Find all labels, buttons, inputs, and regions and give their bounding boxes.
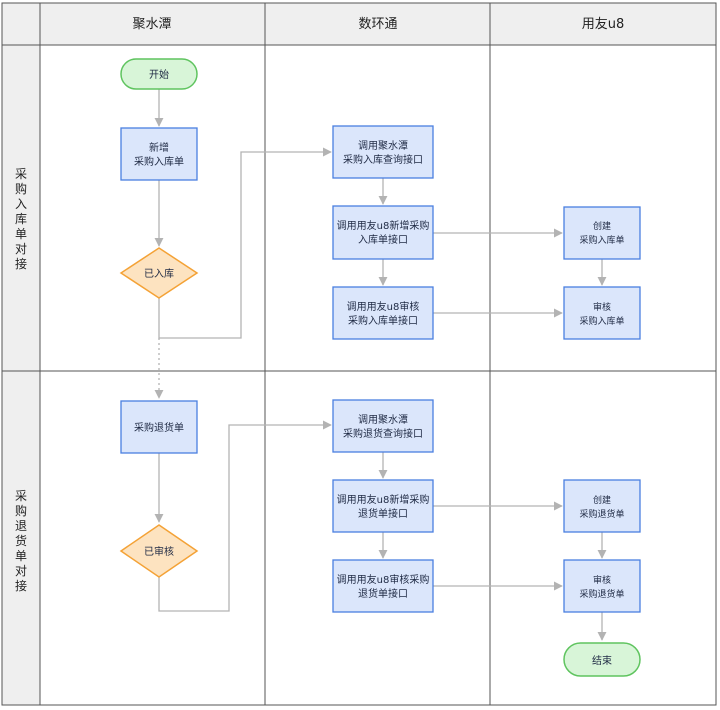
lane-label-char: 购 bbox=[15, 181, 27, 196]
node-call-jst-receipt-query[interactable]: 调用聚水潭 采购入库查询接口 bbox=[332, 125, 434, 179]
node-call-u8-audit-return[interactable]: 调用用友u8审核采购 退货单接口 bbox=[332, 559, 434, 613]
node-audited-decision[interactable]: 已审核 bbox=[119, 524, 199, 578]
node-line: 采购退货查询接口 bbox=[343, 427, 423, 440]
lane-label-char: 对 bbox=[15, 242, 27, 256]
node-in-stock-label: 已入库 bbox=[144, 267, 174, 280]
lane-label-char: 单 bbox=[15, 549, 27, 563]
node-line: 采购入库查询接口 bbox=[343, 153, 423, 166]
lane-label-purchase-return: 采 购 退 货 单 对 接 bbox=[15, 489, 27, 593]
lane-label-char: 采 bbox=[15, 167, 27, 181]
node-line: 审核 bbox=[593, 574, 611, 586]
lane-label-char: 库 bbox=[15, 211, 27, 226]
node-line: 审核 bbox=[593, 301, 611, 313]
node-new-receipt-line2: 采购入库单 bbox=[134, 155, 184, 168]
node-line: 调用用友u8新增采购 bbox=[337, 493, 430, 506]
node-end[interactable]: 结束 bbox=[563, 642, 641, 677]
node-line: 采购入库单接口 bbox=[348, 314, 418, 327]
lane-label-char: 单 bbox=[15, 227, 27, 241]
lane-label-column bbox=[2, 45, 40, 705]
node-call-u8-add-receipt[interactable]: 调用用友u8新增采购 入库单接口 bbox=[332, 205, 434, 260]
node-line: 采购入库单 bbox=[579, 315, 624, 327]
connectors bbox=[154, 89, 607, 641]
lane-label-char: 接 bbox=[15, 256, 27, 271]
node-new-receipt[interactable]: 新增 采购入库单 bbox=[120, 127, 198, 181]
node-audit-return[interactable]: 审核 采购退货单 bbox=[563, 559, 641, 613]
lane-label-char: 采 bbox=[15, 489, 27, 503]
node-create-receipt[interactable]: 创建 采购入库单 bbox=[563, 206, 641, 260]
node-line: 调用聚水潭 bbox=[358, 140, 408, 152]
column-header-shuhuantong: 数环通 bbox=[358, 17, 397, 32]
node-return-order-label: 采购退货单 bbox=[134, 421, 184, 434]
node-line: 调用聚水潭 bbox=[358, 414, 408, 426]
node-line: 调用用友u8审核 bbox=[347, 300, 420, 313]
node-line: 采购退货单 bbox=[579, 508, 624, 520]
connector-instock-to-query bbox=[158, 147, 332, 339]
node-start-label: 开始 bbox=[149, 68, 169, 81]
node-create-return[interactable]: 创建 采购退货单 bbox=[563, 479, 641, 533]
lane-label-purchase-receipt: 采 购 入 库 单 对 接 bbox=[15, 167, 27, 271]
column-header-jushuitan: 聚水潭 bbox=[132, 17, 171, 32]
node-line: 入库单接口 bbox=[358, 233, 408, 246]
node-audit-receipt[interactable]: 审核 采购入库单 bbox=[563, 286, 641, 340]
node-call-jst-return-query[interactable]: 调用聚水潭 采购退货查询接口 bbox=[332, 399, 434, 453]
lane-label-char: 入 bbox=[15, 197, 27, 211]
lane-label-char: 货 bbox=[15, 533, 27, 548]
lane-label-char: 退 bbox=[15, 519, 27, 533]
node-line: 采购入库单 bbox=[579, 234, 624, 246]
node-line: 创建 bbox=[593, 220, 611, 232]
lane-label-char: 对 bbox=[15, 564, 27, 578]
node-line: 退货单接口 bbox=[358, 587, 408, 600]
header-row bbox=[2, 3, 716, 45]
node-audited-label: 已审核 bbox=[144, 545, 174, 558]
node-in-stock-decision[interactable]: 已入库 bbox=[119, 247, 199, 299]
column-header-yonyou-u8: 用友u8 bbox=[582, 16, 625, 32]
node-new-receipt-line1: 新增 bbox=[149, 141, 169, 154]
node-line: 采购退货单 bbox=[579, 588, 624, 600]
node-end-label: 结束 bbox=[592, 654, 612, 667]
node-start[interactable]: 开始 bbox=[120, 58, 198, 90]
lane-label-char: 接 bbox=[15, 578, 27, 593]
node-line: 调用用友u8新增采购 bbox=[337, 219, 430, 232]
node-line: 调用用友u8审核采购 bbox=[337, 573, 430, 586]
node-call-u8-add-return[interactable]: 调用用友u8新增采购 退货单接口 bbox=[332, 479, 434, 533]
lane-label-char: 购 bbox=[15, 503, 27, 518]
node-return-order[interactable]: 采购退货单 bbox=[120, 400, 198, 454]
connector-audited-to-query bbox=[158, 420, 332, 612]
node-call-u8-audit-receipt[interactable]: 调用用友u8审核 采购入库单接口 bbox=[332, 286, 434, 340]
node-line: 创建 bbox=[593, 494, 611, 506]
node-line: 退货单接口 bbox=[358, 507, 408, 520]
